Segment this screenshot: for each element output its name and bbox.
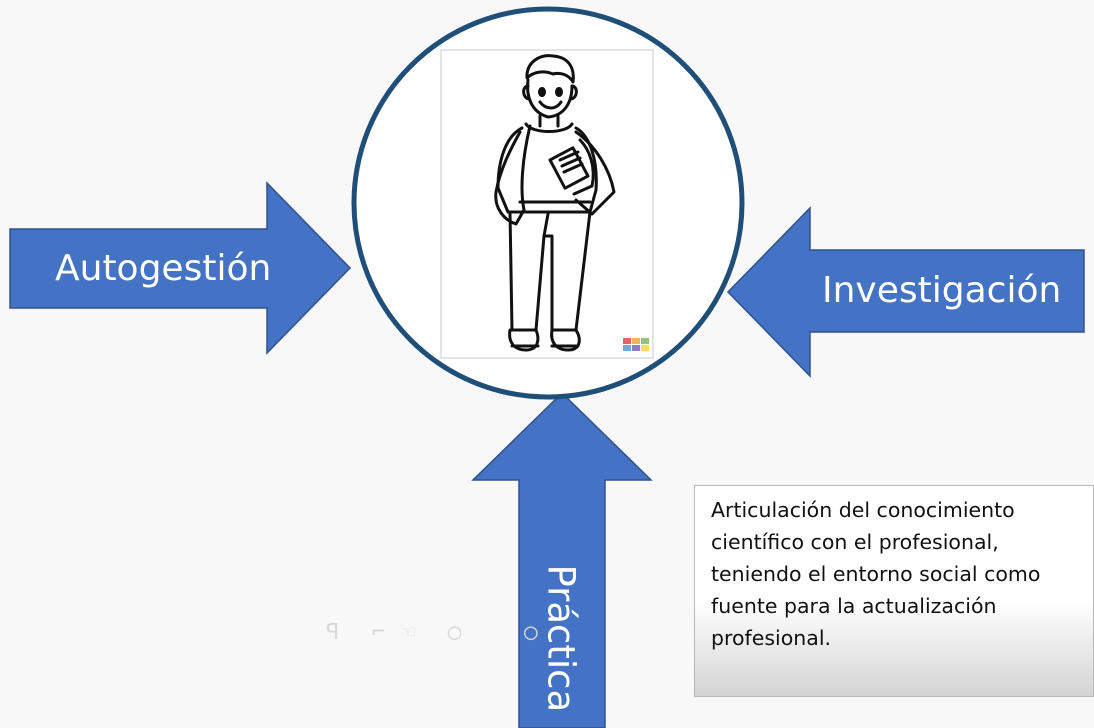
autogestion-label: Autogestión: [55, 248, 272, 289]
student-with-backpack-icon: [494, 54, 616, 352]
left-arrow: [9, 181, 352, 355]
student-image-frame: [440, 49, 654, 359]
practica-label: Práctica: [539, 564, 583, 713]
logo-watermark-icon: [623, 338, 649, 351]
ghost-glyphs: ꟼ ⌐ ☜ ◯ ◯: [326, 620, 540, 645]
description-textbox: Articulación del conocimiento científico…: [694, 485, 1094, 697]
right-arrow: [726, 206, 1085, 378]
investigacion-label: Investigación: [822, 270, 1062, 311]
description-text: Articulación del conocimiento científico…: [711, 498, 1041, 650]
bottom-arrow: [471, 391, 653, 728]
